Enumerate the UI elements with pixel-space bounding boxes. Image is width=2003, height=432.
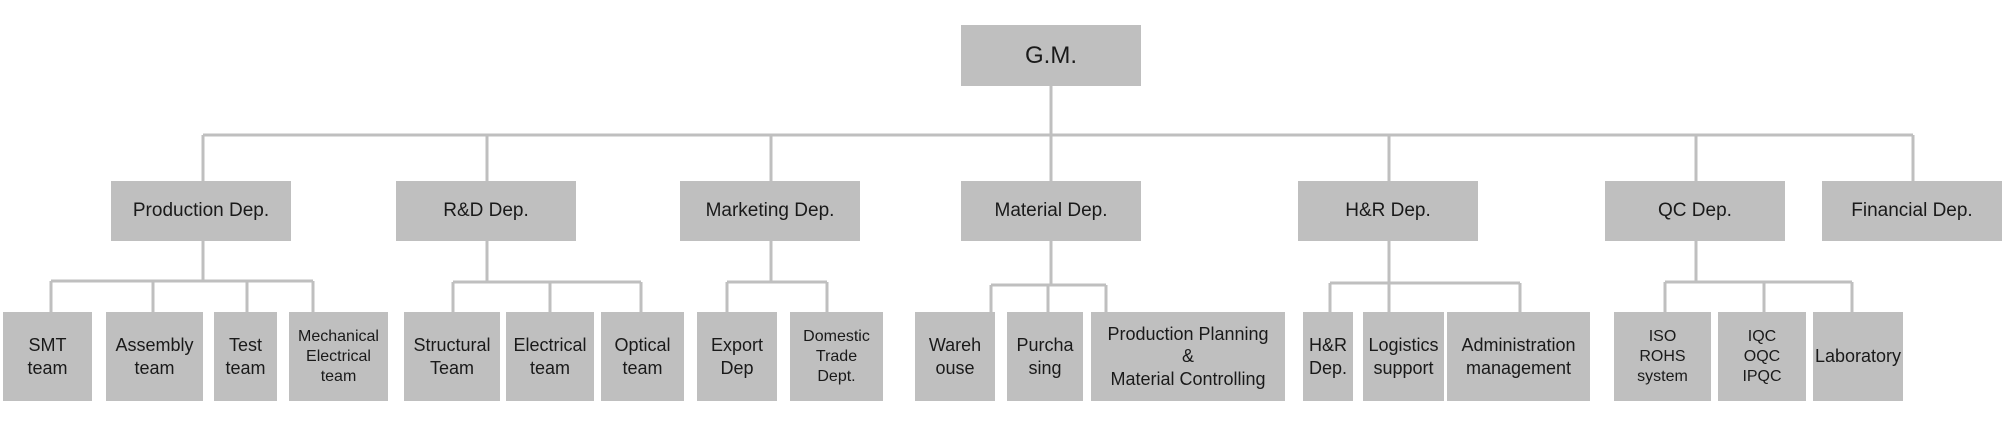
department-box: QC Dep. [1605, 181, 1785, 241]
team-box: Structural Team [404, 312, 500, 401]
team-box: ISO ROHS system [1614, 312, 1711, 401]
team-box: Laboratory [1813, 312, 1903, 401]
team-box: Export Dep [697, 312, 777, 401]
department-label: Production Dep. [132, 200, 270, 222]
team-label: Administration management [1461, 335, 1576, 378]
team-box: Purcha sing [1007, 312, 1083, 401]
department-label: QC Dep. [1658, 200, 1732, 222]
team-label: Purcha sing [1016, 335, 1074, 378]
team-box: Assembly team [106, 312, 203, 401]
team-label: Wareh ouse [928, 335, 982, 378]
team-label: Assembly team [115, 335, 194, 378]
connector-lines [49, 86, 1915, 312]
team-label: Optical team [614, 335, 671, 378]
team-label: IQC OQC IPQC [1742, 327, 1782, 385]
team-label: Laboratory [1814, 346, 1902, 367]
team-box: Test team [214, 312, 277, 401]
team-box: H&R Dep. [1303, 312, 1353, 401]
team-label: ISO ROHS system [1637, 327, 1688, 385]
team-box: Logistics support [1363, 312, 1444, 401]
team-label: Electrical team [513, 335, 587, 378]
team-label: Production Planning & Material Controlli… [1107, 323, 1269, 389]
department-box: H&R Dep. [1298, 181, 1478, 241]
team-box: IQC OQC IPQC [1718, 312, 1806, 401]
department-label: Material Dep. [994, 200, 1108, 222]
department-label: Financial Dep. [1851, 200, 1973, 222]
department-box: Marketing Dep. [680, 181, 860, 241]
team-label: Mechanical Electrical team [298, 327, 379, 385]
gm-label: G.M. [1025, 41, 1077, 69]
department-box: Material Dep. [961, 181, 1141, 241]
team-label: Logistics support [1368, 335, 1439, 378]
team-label: Export Dep [710, 335, 764, 378]
department-box: Production Dep. [111, 181, 291, 241]
team-box: Optical team [601, 312, 684, 401]
team-label: Domestic Trade Dept. [803, 327, 870, 385]
team-box: Mechanical Electrical team [289, 312, 388, 401]
department-label: Marketing Dep. [705, 200, 835, 222]
department-box: Financial Dep. [1822, 181, 2002, 241]
team-label: Structural Team [413, 335, 491, 378]
department-label: R&D Dep. [443, 200, 529, 222]
gm-box: G.M. [961, 25, 1141, 86]
team-label: SMT team [27, 335, 68, 378]
department-label: H&R Dep. [1345, 200, 1431, 222]
team-box: Administration management [1447, 312, 1590, 401]
team-box: SMT team [3, 312, 92, 401]
team-box: Production Planning & Material Controlli… [1091, 312, 1285, 401]
department-box: R&D Dep. [396, 181, 576, 241]
team-label: H&R Dep. [1308, 335, 1348, 378]
team-box: Electrical team [506, 312, 594, 401]
team-box: Domestic Trade Dept. [790, 312, 883, 401]
team-label: Test team [225, 335, 266, 378]
team-box: Wareh ouse [915, 312, 995, 401]
